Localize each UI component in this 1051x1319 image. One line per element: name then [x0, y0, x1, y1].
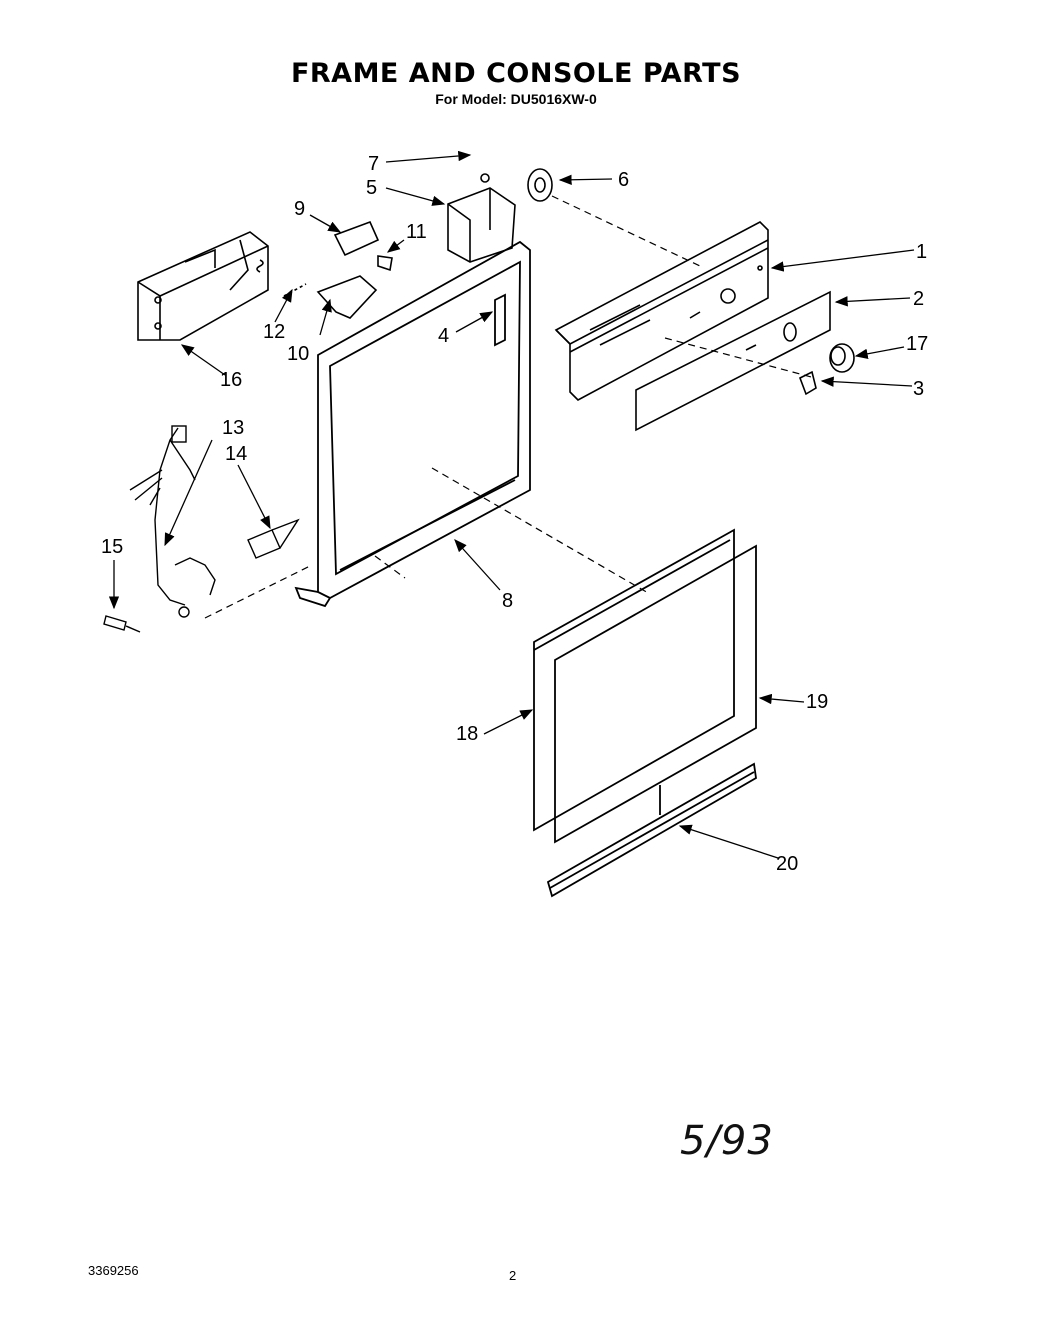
callout-14: 14: [225, 443, 247, 465]
callout-6: 6: [618, 169, 629, 191]
part-door-panel: [533, 528, 735, 832]
callout-labels: 1 2 3 4 5 6 7 8 9 10 11 12 13 14 15 16 1…: [101, 153, 928, 875]
callout-20: 20: [776, 853, 798, 875]
callout-18: 18: [456, 723, 478, 745]
callout-9: 9: [294, 198, 305, 220]
part-knob: [829, 343, 855, 373]
part-overlay-plate: [635, 290, 831, 432]
callout-2: 2: [913, 288, 924, 310]
callout-4: 4: [438, 325, 449, 347]
part-clip: [798, 370, 817, 396]
callout-19: 19: [806, 691, 828, 713]
model-subtitle: For Model: DU5016XW-0: [435, 91, 597, 107]
part-trim-strip: [546, 762, 757, 898]
callout-5: 5: [366, 177, 377, 199]
callout-11: 11: [406, 221, 427, 243]
part-switch: [447, 173, 516, 263]
document-number: 3369256: [88, 1263, 139, 1278]
part-latch: [283, 220, 393, 319]
part-dial: [527, 168, 553, 202]
handwritten-date: 5/93: [680, 1118, 774, 1164]
leader-lines: [108, 150, 915, 859]
callout-3: 3: [913, 378, 924, 400]
part-door-frame: [294, 240, 531, 608]
assembly-lines: [204, 195, 816, 619]
callout-13: 13: [222, 417, 244, 439]
callout-1: 1: [916, 241, 927, 263]
callout-15: 15: [101, 536, 123, 558]
part-vent-housing: [137, 231, 269, 341]
page-title: FRAME AND CONSOLE PARTS: [290, 58, 742, 89]
callout-17: 17: [906, 333, 928, 355]
part-door-insert: [554, 544, 757, 844]
part-console: [554, 221, 769, 401]
callout-16: 16: [220, 369, 242, 391]
callout-10: 10: [287, 343, 309, 365]
callout-12: 12: [263, 321, 285, 343]
callout-7: 7: [368, 153, 379, 175]
page-number: 2: [509, 1268, 517, 1283]
part-wiring-harness: [103, 425, 300, 633]
callout-8: 8: [502, 590, 513, 612]
